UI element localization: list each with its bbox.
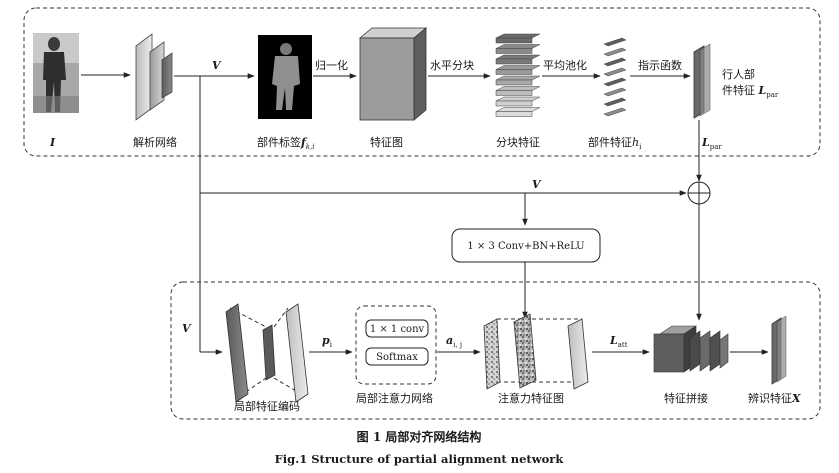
V-top-label: V xyxy=(212,59,222,72)
split-h-label: 水平分块 xyxy=(430,59,474,72)
block-slab-top xyxy=(495,86,541,91)
input-I-label: I xyxy=(49,136,56,149)
block-slab-top xyxy=(495,33,541,39)
block-slab xyxy=(495,90,533,96)
concat-label: 特征拼接 xyxy=(664,391,708,405)
a-label: ai, j xyxy=(446,334,462,349)
part-features-stack xyxy=(603,37,627,117)
avg-pool-label: 平均池化 xyxy=(543,58,587,72)
input-pedestrian-image xyxy=(33,33,79,113)
block-slab-top xyxy=(495,107,541,112)
part-feature-bar xyxy=(603,37,627,47)
feature-map-label: 特征图 xyxy=(370,135,403,149)
ped-part-line1: 行人部 xyxy=(722,67,755,81)
local-enc-label: 局部特征编码 xyxy=(234,399,300,413)
L-par-label: Lpar xyxy=(701,136,722,151)
block-slab xyxy=(495,48,533,54)
part-feature-bar xyxy=(603,97,627,107)
softmax-box xyxy=(365,347,429,366)
part-feature-bar xyxy=(603,87,627,97)
block-slab xyxy=(495,111,533,117)
block-slab-top xyxy=(495,44,541,49)
block-slab-top xyxy=(495,75,541,81)
part-label-text: 部件标签fk,i xyxy=(257,135,314,151)
block-slab-top xyxy=(495,54,541,60)
feature-concat-block xyxy=(653,325,729,373)
conv1x1-box xyxy=(365,319,429,338)
part-feature-bar xyxy=(603,107,627,117)
block-feat-label: 分块特征 xyxy=(496,135,540,149)
part-feature-bar xyxy=(603,47,627,57)
normalize-label: 归一化 xyxy=(315,58,348,72)
part-feature-bar xyxy=(603,67,627,77)
part-feature-bar xyxy=(603,77,627,87)
block-features-stack xyxy=(495,33,541,117)
part-feat-label: 部件特征hi xyxy=(588,135,642,151)
conv-box-label: 1 × 3 Conv+BN+ReLU xyxy=(467,241,584,252)
part-feature-bar xyxy=(603,57,627,67)
block-slab xyxy=(495,69,533,75)
disc-feature-vector xyxy=(771,315,787,385)
conv1-label: 1 × 1 conv xyxy=(370,324,425,335)
block-slab xyxy=(495,79,533,86)
block-slab xyxy=(495,37,533,44)
V-left-label: V xyxy=(182,322,192,335)
caption-en: Fig.1 Structure of partial alignment net… xyxy=(275,452,565,466)
local-attention-frame xyxy=(355,305,437,385)
parse-net-label: 解析网络 xyxy=(133,135,177,149)
plus-node xyxy=(687,181,711,205)
block-slab-top xyxy=(495,96,541,102)
local-encoder-block xyxy=(225,303,309,403)
caption-cn: 图 1 局部对齐网络结构 xyxy=(357,429,482,444)
block-slab xyxy=(495,100,533,107)
feature-map-cube xyxy=(358,27,428,121)
L-att-label: Latt xyxy=(609,334,628,349)
att-map-label: 注意力特征图 xyxy=(498,391,564,405)
block-slab xyxy=(495,58,533,65)
disc-feat-label: 辨识特征X xyxy=(748,391,801,405)
softmax-label: Softmax xyxy=(376,352,418,363)
local-att-net-label: 局部注意力网络 xyxy=(356,391,433,405)
ped-part-line2: 件特征 Lpar xyxy=(722,83,779,99)
part-label-mask xyxy=(258,35,312,119)
parse-network-block xyxy=(135,33,173,121)
conv-bn-relu-box xyxy=(451,228,601,263)
top-region-frame xyxy=(23,7,821,157)
indicator-label: 指示函数 xyxy=(638,58,682,72)
V-mid-label: V xyxy=(532,178,542,191)
part-feature-vector xyxy=(693,43,711,119)
block-slab-top xyxy=(495,65,541,70)
p-label: pi xyxy=(322,334,333,349)
bottom-region-frame xyxy=(170,281,821,420)
attention-feature-map xyxy=(483,313,589,390)
